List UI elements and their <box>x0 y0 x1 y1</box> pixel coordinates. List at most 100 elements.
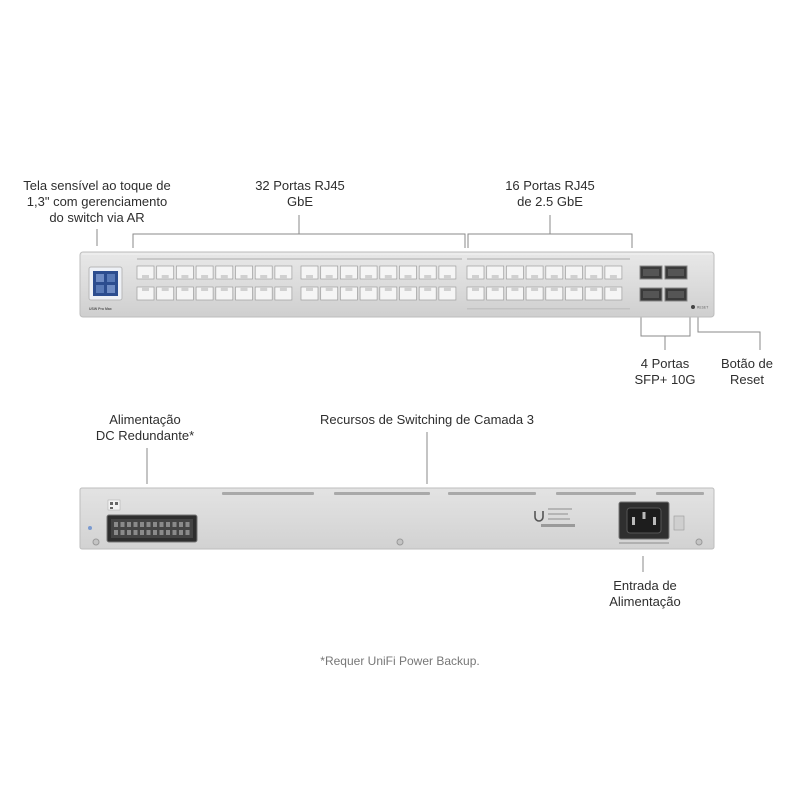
rj45-gbe-bracket <box>132 233 466 248</box>
dc-pin <box>185 522 190 527</box>
dc-pin <box>133 522 138 527</box>
dc-pin <box>185 530 190 535</box>
screw-icon <box>695 538 703 546</box>
back-chassis <box>79 487 715 550</box>
dc-power-label: Alimentação DC Redundante* <box>95 412 195 443</box>
rj45-port-latch <box>240 275 248 279</box>
rj45-port-latch <box>491 287 499 291</box>
touchscreen-label: Tela sensível ao toque de 1,3" com geren… <box>23 178 171 225</box>
rj45-port-latch <box>201 287 209 291</box>
rj45-port-latch <box>279 287 287 291</box>
dc-pin <box>166 522 170 527</box>
dc-pin <box>179 522 183 527</box>
rj45-port-latch <box>279 275 287 279</box>
footnote: *Requer UniFi Power Backup. <box>320 654 480 668</box>
rj45-port-latch <box>345 287 353 291</box>
rj45-port-latch <box>142 275 149 279</box>
front-chassis <box>79 251 715 318</box>
dc-pin <box>140 522 144 527</box>
rj45-port-latch <box>443 287 451 291</box>
rj45-port-latch <box>306 287 313 291</box>
rj45-port-latch <box>609 287 617 291</box>
rj45-port-latch <box>181 275 189 279</box>
dc-pin <box>133 530 138 535</box>
vent-slot <box>556 492 636 495</box>
rj45-port-latch <box>570 275 578 279</box>
rj45-port-latch <box>260 287 268 291</box>
sfp-bracket <box>640 317 691 337</box>
back-panel <box>79 487 715 550</box>
rj45-port-latch <box>181 287 189 291</box>
dc-pin <box>114 530 118 535</box>
rj45-gbe-label: 32 Portas RJ45 GbE <box>255 178 345 209</box>
rj45-port-latch <box>384 287 392 291</box>
dc-pin <box>159 522 164 527</box>
qr-code-icon <box>107 499 121 511</box>
dc-pin <box>120 530 125 535</box>
status-led <box>88 526 92 530</box>
dc-pin <box>146 530 151 535</box>
rj45-port-latch <box>365 275 373 279</box>
rj45-port-latch <box>472 287 479 291</box>
rj45-port-latch <box>306 275 313 279</box>
dc-pin <box>172 522 177 527</box>
reset-label: Botão de Reset <box>720 356 774 387</box>
rj45-port-latch <box>220 287 228 291</box>
rj45-port-latch <box>325 275 333 279</box>
model-text: USW Pro Max <box>89 307 112 311</box>
dc-pin <box>140 530 144 535</box>
vent-slot <box>448 492 536 495</box>
led-strip-top-25 <box>467 258 630 260</box>
rj45-port-latch <box>404 287 412 291</box>
rj45-port-latch <box>161 287 169 291</box>
rj45-25-bracket <box>467 233 633 248</box>
rj45-port-latch <box>325 287 333 291</box>
led-strip-top-gbe <box>137 258 462 260</box>
rj45-port-latch <box>550 287 558 291</box>
reset-button[interactable] <box>691 305 695 309</box>
ac-input-label: Entrada de Alimentação <box>609 578 681 609</box>
dc-pin <box>127 522 131 527</box>
rj45-port-latch <box>511 275 519 279</box>
vent-slot <box>222 492 314 495</box>
sfp-label: 4 Portas SFP+ 10G <box>634 356 696 387</box>
rj45-port-latch <box>491 275 499 279</box>
ground-lug <box>673 515 685 531</box>
dc-pin <box>159 530 164 535</box>
rj45-port-latch <box>345 275 353 279</box>
dc-pin <box>146 522 151 527</box>
dc-connector-icon <box>106 514 198 543</box>
rj45-port-latch <box>550 275 558 279</box>
rj45-25gbe-label: 16 Portas RJ45 de 2.5 GbE <box>505 178 595 209</box>
rj45-port-latch <box>570 287 578 291</box>
dc-pin <box>172 530 177 535</box>
dc-pin <box>114 522 118 527</box>
rj45-port-latch <box>404 275 412 279</box>
power-socket-icon <box>618 501 670 540</box>
rj45-port-latch <box>590 287 598 291</box>
ubiquiti-logo-icon <box>534 511 544 522</box>
rj45-port-latch <box>201 275 209 279</box>
reset-text: RESET <box>697 306 709 310</box>
layer3-label: Recursos de Switching de Camada 3 <box>320 412 534 427</box>
rj45-port-latch <box>590 275 598 279</box>
rj45-port-latch <box>161 275 169 279</box>
rj45-port-latch <box>424 275 432 279</box>
dc-pin <box>153 530 157 535</box>
leader-lines-front <box>96 215 761 350</box>
rj45-port-latch <box>511 287 519 291</box>
screw-icon <box>92 538 100 546</box>
dc-pin <box>179 530 183 535</box>
reset-leader <box>697 316 761 350</box>
screw-icon <box>396 538 404 546</box>
rj45-port-latch <box>384 275 392 279</box>
power-rating-label <box>619 542 669 544</box>
rj45-port-latch <box>365 287 373 291</box>
leader-lines-back <box>146 432 644 572</box>
rj45-port-latch <box>142 287 149 291</box>
vent-slot <box>334 492 430 495</box>
rj45-port-latch <box>609 275 617 279</box>
rj45-port-grid <box>136 265 623 301</box>
rj45-port-latch <box>443 275 451 279</box>
rj45-port-latch <box>260 275 268 279</box>
